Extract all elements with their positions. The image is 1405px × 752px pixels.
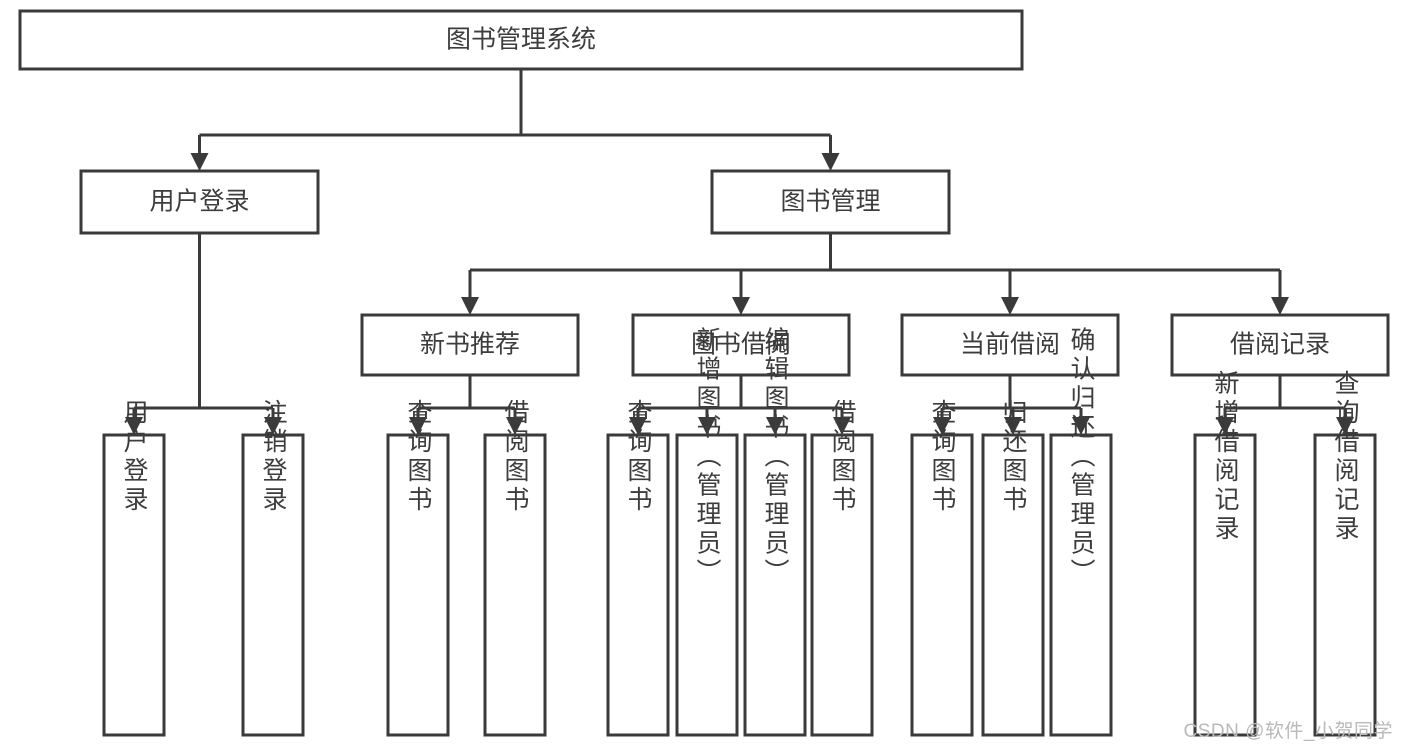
node-leaf-user-login-1-rect[interactable]	[241, 433, 305, 737]
node-leaf-l3-1-1-label: 新增图书（管理员）	[693, 327, 722, 588]
node-level3-0-label: 新书推荐	[420, 331, 520, 359]
node-leaf-l3-1-0-rect[interactable]	[606, 433, 670, 737]
node-leaf-l3-2-2-label: 确认归还（管理员）	[1067, 327, 1096, 588]
node-leaf-l3-1-1[interactable]: 新增图书（管理员）	[675, 327, 739, 737]
csdn-watermark: CSDN @软件_小贺同学	[1183, 721, 1393, 742]
node-root-rect[interactable]	[18, 9, 1024, 71]
arrow-head-icon	[1004, 417, 1022, 435]
arrow-head-icon	[933, 417, 951, 435]
node-leaf-l3-3-1[interactable]: 查询借阅记录	[1313, 370, 1377, 737]
node-leaf-l3-2-0-rect[interactable]	[910, 433, 974, 737]
arrow-head-icon	[698, 417, 716, 435]
node-leaf-l3-1-1-rect[interactable]	[675, 433, 739, 737]
node-level3-0[interactable]: 新书推荐	[360, 313, 580, 377]
node-leaf-l3-0-1-rect[interactable]	[483, 433, 547, 737]
node-level2-1-label: 图书管理	[780, 188, 880, 216]
arrow-head-icon	[629, 417, 647, 435]
node-leaf-l3-1-3-rect[interactable]	[810, 433, 874, 737]
node-leaf-l3-1-0-label: 查询图书	[624, 399, 653, 515]
node-leaf-l3-2-2[interactable]: 确认归还（管理员）	[1049, 327, 1113, 737]
node-root-label: 图书管理系统	[446, 26, 596, 54]
node-level2-1[interactable]: 图书管理	[710, 169, 951, 235]
node-leaf-l3-3-1-label: 查询借阅记录	[1331, 370, 1360, 544]
arrow-head-icon	[1336, 417, 1354, 435]
node-leaf-l3-3-0[interactable]: 新增借阅记录	[1193, 370, 1257, 737]
arrow-head-icon	[190, 153, 209, 171]
node-leaf-l3-3-0-label: 新增借阅记录	[1211, 370, 1240, 544]
node-leaf-l3-0-0[interactable]: 查询图书	[386, 399, 450, 737]
node-leaf-l3-2-0[interactable]: 查询图书	[910, 399, 974, 737]
node-level2-0[interactable]: 用户登录	[79, 169, 320, 235]
node-level2-1-rect[interactable]	[710, 169, 951, 235]
arrow-head-icon	[821, 153, 840, 171]
node-level3-3[interactable]: 借阅记录	[1170, 313, 1390, 377]
node-leaf-l3-1-0[interactable]: 查询图书	[606, 399, 670, 737]
node-leaf-l3-2-1-rect[interactable]	[981, 433, 1045, 737]
node-leaf-l3-1-3[interactable]: 借阅图书	[810, 399, 874, 737]
arrow-head-icon	[125, 417, 143, 435]
arrow-head-icon	[1001, 297, 1019, 315]
node-level3-2-label: 当前借阅	[960, 331, 1060, 359]
node-leaf-l3-2-0-label: 查询图书	[928, 399, 957, 515]
arrow-head-icon	[264, 417, 282, 435]
node-leaf-l3-3-0-rect[interactable]	[1193, 433, 1257, 737]
node-leaf-l3-2-1[interactable]: 归还图书	[981, 399, 1045, 737]
node-leaf-user-login-1[interactable]: 注销登录	[241, 399, 305, 737]
node-leaf-l3-1-2-label: 编辑图书（管理员）	[761, 327, 790, 588]
node-leaf-l3-0-1[interactable]: 借阅图书	[483, 399, 547, 737]
arrow-head-icon	[833, 417, 851, 435]
node-level3-1-label: 图书借阅	[691, 331, 791, 359]
arrow-head-icon	[1271, 297, 1289, 315]
node-leaf-l3-2-1-label: 归还图书	[999, 399, 1028, 515]
node-leaf-l3-3-1-rect[interactable]	[1313, 433, 1377, 737]
node-leaf-l3-1-3-label: 借阅图书	[828, 399, 857, 515]
node-root[interactable]: 图书管理系统	[18, 9, 1024, 71]
node-leaf-user-login-0-label: 用户登录	[120, 399, 149, 515]
node-level3-1[interactable]: 图书借阅	[631, 313, 851, 377]
node-leaf-user-login-1-label: 注销登录	[259, 399, 288, 515]
arrow-head-icon	[732, 297, 750, 315]
arrow-head-icon	[1072, 417, 1090, 435]
arrow-head-icon	[1216, 417, 1234, 435]
node-leaf-user-login-0-rect[interactable]	[102, 433, 166, 737]
node-level2-0-rect[interactable]	[79, 169, 320, 235]
node-leaf-l3-0-0-label: 查询图书	[404, 399, 433, 515]
arrow-head-icon	[766, 417, 784, 435]
node-leaf-l3-1-2-rect[interactable]	[743, 433, 807, 737]
node-level2-0-label: 用户登录	[149, 188, 249, 216]
node-leaf-user-login-0[interactable]: 用户登录	[102, 399, 166, 737]
node-level3-3-rect[interactable]	[1170, 313, 1390, 377]
node-level3-3-label: 借阅记录	[1230, 331, 1330, 359]
arrow-head-icon	[506, 417, 524, 435]
arrow-head-icon	[409, 417, 427, 435]
node-leaf-l3-1-2[interactable]: 编辑图书（管理员）	[743, 327, 807, 737]
node-leaf-l3-2-2-rect[interactable]	[1049, 433, 1113, 737]
arrow-head-icon	[461, 297, 479, 315]
node-leaf-l3-0-0-rect[interactable]	[386, 433, 450, 737]
node-leaf-l3-0-1-label: 借阅图书	[501, 399, 530, 515]
